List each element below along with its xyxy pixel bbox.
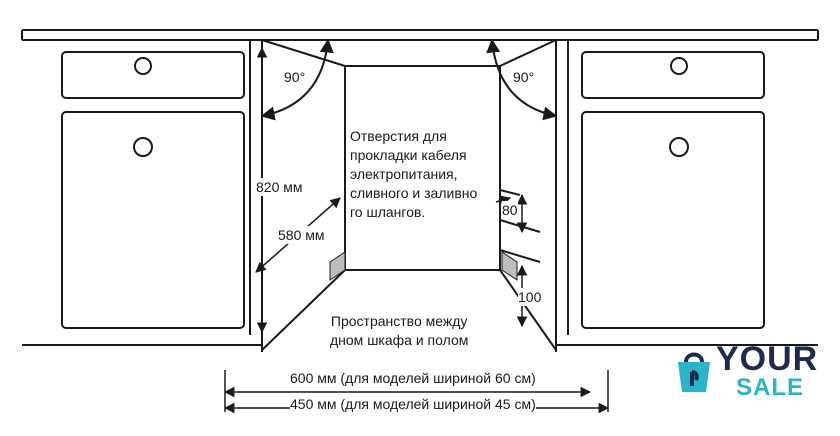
logo-word-your: YOUR bbox=[716, 340, 819, 378]
shopping-bag-icon bbox=[678, 352, 710, 392]
hole-note: Отверстия для прокладки кабеля электропи… bbox=[350, 128, 478, 220]
your-sale-logo: YOUR SALE bbox=[668, 340, 836, 410]
width-45-label: 450 мм (для моделей шириной 45 см) bbox=[290, 395, 536, 413]
dim-80-label: 80 bbox=[502, 201, 518, 219]
dim-100-label: 100 bbox=[518, 288, 542, 306]
left-opening bbox=[329, 251, 346, 281]
right-cabinet bbox=[555, 40, 818, 346]
angle-right-label: 90° bbox=[513, 69, 535, 85]
left-cabinet bbox=[22, 40, 263, 346]
depth-label: 580 мм bbox=[278, 226, 325, 244]
space-note: Пространство между дном шкафа и полом bbox=[330, 313, 469, 348]
countertop bbox=[21, 29, 819, 41]
angle-left-label: 90° bbox=[284, 69, 306, 85]
logo-word-sale: SALE bbox=[736, 374, 805, 401]
left-angle-arc bbox=[260, 38, 334, 121]
height-label: 820 мм bbox=[256, 178, 303, 196]
hole-pointer bbox=[495, 195, 512, 206]
right-angle-arc bbox=[486, 38, 558, 121]
width-60-label: 600 мм (для моделей шириной 60 см) bbox=[290, 369, 536, 387]
